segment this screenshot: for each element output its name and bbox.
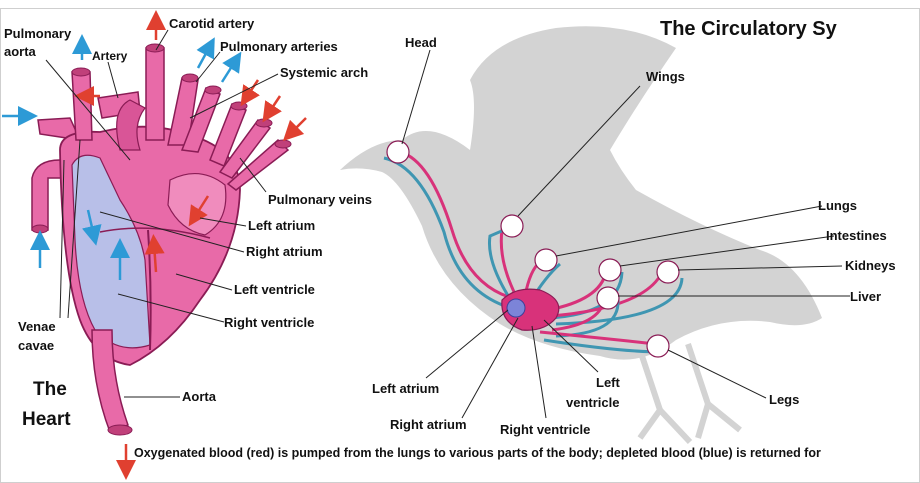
- capillary-bed-intestines: [598, 258, 622, 282]
- label-pulmonary-aorta-line2: aorta: [4, 44, 36, 59]
- vena-cava-opening: [31, 224, 49, 234]
- heart-valve-line: [99, 227, 211, 239]
- blue-flow-arrow: [196, 37, 215, 69]
- label-artery: Artery: [92, 49, 128, 63]
- heart-illustration: [2, 10, 307, 480]
- heart-heading-line1: The: [33, 379, 67, 400]
- red-flow-arrow: [282, 117, 307, 142]
- bird-heart-right-side: [506, 298, 526, 318]
- label-left-atrium: Left atrium: [248, 218, 316, 233]
- label-wings: Wings: [646, 69, 685, 84]
- red-flow-arrow: [188, 195, 210, 227]
- vessel-opening: [230, 101, 248, 111]
- vessel-opening: [181, 73, 199, 83]
- capillary-bed-liver: [596, 286, 620, 310]
- label-head: Head: [405, 35, 437, 50]
- bird-illustration: [340, 26, 850, 445]
- pulmonary-vein-2: [218, 118, 272, 179]
- diagram-title: The Circulatory Sy: [660, 18, 837, 40]
- vessel-opening: [145, 43, 165, 53]
- label-pulmonary-aorta-line1: Pulmonary: [4, 26, 72, 41]
- bird-leader-lines: [401, 49, 850, 419]
- label-bird-left-ventricle-line1: Left: [596, 375, 620, 390]
- capillary-bed-legs: [646, 334, 670, 358]
- red-flow-arrow: [144, 234, 165, 273]
- systemic-arch-curve: [116, 99, 146, 151]
- blue-flow-arrow: [82, 209, 102, 246]
- caption-text: Oxygenated blood (red) is pumped from th…: [134, 446, 821, 460]
- heart-leader-lines: [45, 29, 279, 398]
- label-right-atrium: Right atrium: [246, 244, 323, 259]
- vessel-opening: [204, 85, 222, 95]
- label-systemic-arch: Systemic arch: [280, 65, 369, 80]
- red-flow-arrow: [262, 95, 282, 123]
- label-bird-right-atrium: Right atrium: [390, 417, 467, 432]
- label-kidneys: Kidneys: [845, 258, 896, 273]
- label-intestines: Intestines: [826, 228, 887, 243]
- label-bird-right-ventricle: Right ventricle: [500, 422, 591, 437]
- label-venae-cavae-line2: cavae: [18, 338, 55, 353]
- capillary-bed-kidneys: [656, 260, 680, 284]
- vessel-opening: [255, 118, 273, 128]
- label-lungs: Lungs: [818, 198, 857, 213]
- bird-legs: [637, 343, 742, 445]
- label-legs: Legs: [769, 392, 800, 407]
- pulmonary-artery-2: [180, 87, 221, 153]
- capillary-bed-lungs: [534, 248, 558, 272]
- red-flow-arrow: [240, 79, 260, 107]
- capillary-bed-head: [386, 140, 410, 164]
- blue-flow-arrow: [220, 51, 242, 83]
- label-aorta: Aorta: [182, 389, 216, 404]
- pulmonary-aorta-vessel: [71, 71, 93, 141]
- carotid-artery-vessel: [145, 47, 165, 141]
- label-left-ventricle: Left ventricle: [234, 282, 315, 297]
- label-pulmonary-arteries: Pulmonary arteries: [220, 39, 338, 54]
- label-carotid-artery: Carotid artery: [169, 16, 255, 31]
- label-right-ventricle: Right ventricle: [224, 315, 315, 330]
- label-bird-left-atrium: Left atrium: [372, 381, 440, 396]
- label-pulmonary-veins: Pulmonary veins: [268, 192, 373, 207]
- vessel-opening: [274, 139, 292, 149]
- bird-silhouette: [340, 26, 822, 360]
- vessel-opening: [71, 67, 91, 77]
- label-liver: Liver: [850, 289, 882, 304]
- pulmonary-vein-1: [209, 103, 247, 167]
- bird-vessel-network: [383, 150, 684, 354]
- pulmonary-vein-3: [226, 138, 290, 191]
- heart-heading-line2: Heart: [22, 409, 71, 430]
- vessel-opening: [107, 424, 133, 436]
- label-venae-cavae-line1: Venae: [18, 319, 56, 334]
- label-bird-left-ventricle-line2: ventricle: [566, 395, 620, 410]
- capillary-bed-wings: [500, 214, 524, 238]
- bird-capillary-beds: [386, 140, 680, 358]
